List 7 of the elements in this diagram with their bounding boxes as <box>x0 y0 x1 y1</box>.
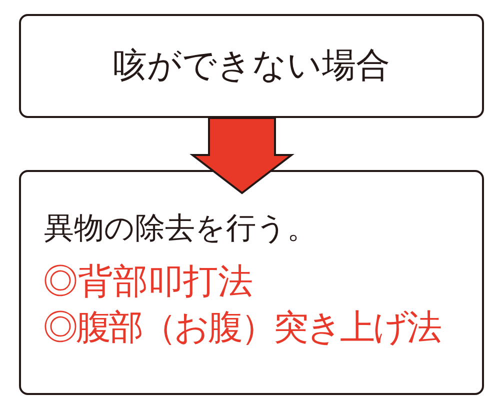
box-heading: 咳ができない場合 <box>113 48 390 82</box>
method-item: ◎背部叩打法 <box>43 264 253 299</box>
condition-box <box>19 14 484 118</box>
instruction-text: 異物の除去を行う。 <box>44 214 317 244</box>
arrow <box>190 117 294 194</box>
action-box <box>19 170 484 395</box>
method-item: ◎腹部（お腹）突き上げ法 <box>43 310 440 345</box>
